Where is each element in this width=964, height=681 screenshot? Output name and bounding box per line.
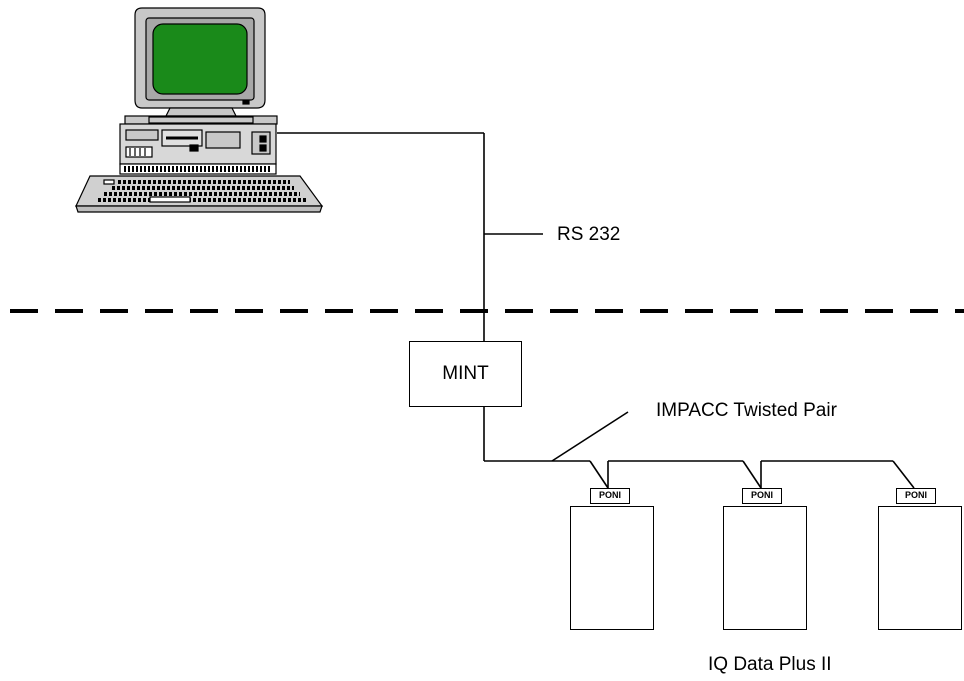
iq-device [570, 506, 654, 630]
poni-module: PONI [590, 488, 630, 504]
device-group-label: IQ Data Plus II [708, 654, 832, 675]
rs232-cable [277, 132, 543, 341]
desktop-computer-icon [75, 7, 324, 213]
mint-node: MINT [409, 341, 522, 407]
impacc-bus [483, 407, 915, 489]
iq-device [878, 506, 962, 630]
poni-module: PONI [896, 488, 936, 504]
poni-module: PONI [742, 488, 782, 504]
impacc-label: IMPACC Twisted Pair [656, 400, 837, 421]
iq-device [723, 506, 807, 630]
mint-label: MINT [442, 363, 489, 384]
rs232-label: RS 232 [557, 224, 621, 245]
